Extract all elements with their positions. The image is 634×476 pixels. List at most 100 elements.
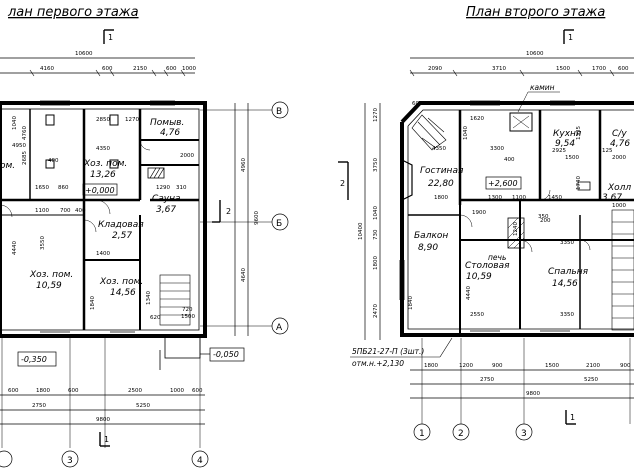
svg-text:1: 1 bbox=[419, 429, 425, 439]
left-room-sauna: Сауна 3,67 bbox=[152, 194, 181, 215]
svg-text:4760: 4760 bbox=[22, 126, 28, 140]
left-room-utility-main: Хоз. пом. 13,26 bbox=[83, 159, 127, 180]
room-name: Сауна bbox=[152, 194, 181, 204]
svg-text:2470: 2470 bbox=[373, 304, 379, 318]
room-name: Балкон bbox=[414, 231, 448, 241]
svg-text:1040: 1040 bbox=[373, 206, 379, 220]
right-dim-bottom-2b: 5250 bbox=[584, 377, 598, 383]
svg-text:200: 200 bbox=[540, 218, 551, 224]
svg-text:900: 900 bbox=[492, 363, 503, 369]
svg-text:730: 730 bbox=[373, 229, 379, 240]
svg-text:1800: 1800 bbox=[36, 388, 50, 394]
svg-text:3: 3 bbox=[67, 456, 73, 466]
right-dim-top-chain: 2090 3710 1500 1700 600 bbox=[428, 66, 629, 72]
svg-text:3710: 3710 bbox=[492, 66, 506, 72]
room-name: Кладовая bbox=[98, 220, 144, 230]
room-area: 4,76 bbox=[610, 139, 630, 149]
svg-text:А: А bbox=[276, 323, 283, 333]
svg-text:4440: 4440 bbox=[466, 286, 472, 300]
left-dim-right-1: 4960 bbox=[241, 158, 247, 172]
left-room-utility-se: Хоз. пом. 14,56 bbox=[99, 277, 143, 298]
svg-text:3: 3 bbox=[521, 429, 527, 439]
section-mark-1-left-bottom: 1 bbox=[104, 435, 109, 444]
svg-text:1270: 1270 bbox=[125, 117, 139, 123]
section-mark-2-right: 2 bbox=[340, 179, 345, 188]
svg-text:900: 900 bbox=[620, 363, 631, 369]
right-level-second: +2,600 bbox=[485, 176, 522, 190]
svg-text:1800: 1800 bbox=[434, 195, 448, 201]
right-room-kitchen: Кухня 9,54 bbox=[553, 129, 582, 149]
left-dim-bottom-total: 9800 bbox=[96, 417, 110, 423]
svg-text:3350: 3350 bbox=[560, 240, 574, 246]
left-level-zero: +0,000 bbox=[82, 183, 118, 196]
axis-A: А bbox=[271, 317, 289, 335]
left-dim-bottom-2a: 2750 bbox=[32, 403, 46, 409]
svg-text:125: 125 bbox=[602, 148, 613, 154]
svg-text:1450: 1450 bbox=[548, 195, 562, 201]
left-inner-dims: 2850 1270 2000 1290 310 1650 860 400 495… bbox=[12, 116, 195, 321]
svg-text:1500: 1500 bbox=[545, 363, 559, 369]
svg-text:720: 720 bbox=[182, 307, 193, 313]
room-name: Хоз. пом. bbox=[99, 277, 143, 287]
left-dim-bottom-chain-1: 600 1800 600 2500 1000 600 bbox=[8, 388, 203, 394]
svg-text:1000: 1000 bbox=[170, 388, 184, 394]
slab-mark: 5ПБ21-27-П (3шт.) bbox=[352, 347, 424, 356]
svg-text:860: 860 bbox=[58, 185, 69, 191]
left-dim-top-1: 4160 bbox=[40, 66, 54, 72]
svg-text:4350: 4350 bbox=[432, 146, 446, 152]
right-dim-top-total: 10600 bbox=[526, 51, 544, 57]
svg-text:1740: 1740 bbox=[576, 176, 582, 190]
right-room-bedroom: Спальня 14,56 bbox=[548, 267, 589, 289]
left-room-wash: Помыв. 4,76 bbox=[150, 118, 184, 138]
left-dim-top-5: 1000 bbox=[182, 66, 196, 72]
chimney-text: камин bbox=[530, 83, 555, 92]
axis-B: Б bbox=[271, 213, 289, 231]
level-mark: +0,000 bbox=[85, 186, 115, 195]
svg-text:400: 400 bbox=[504, 157, 515, 163]
svg-text:600: 600 bbox=[192, 388, 203, 394]
room-name: ом. bbox=[0, 161, 15, 171]
axis-1-right: 1 bbox=[413, 423, 431, 441]
right-dim-bottom-2a: 2750 bbox=[480, 377, 494, 383]
svg-text:2850: 2850 bbox=[96, 117, 110, 123]
room-area: 3,67 bbox=[156, 205, 176, 215]
room-area: 13,26 bbox=[90, 170, 116, 180]
svg-text:1500: 1500 bbox=[565, 155, 579, 161]
svg-text:1800: 1800 bbox=[373, 256, 379, 270]
svg-text:2685: 2685 bbox=[22, 151, 28, 165]
room-area: 4,76 bbox=[160, 128, 180, 138]
svg-text:350: 350 bbox=[538, 214, 549, 220]
room-area: 14,56 bbox=[110, 288, 136, 298]
svg-text:600: 600 bbox=[412, 101, 423, 107]
right-room-balcony: Балкон 8,90 bbox=[414, 231, 448, 253]
left-level-basement: -0,350 bbox=[17, 351, 57, 367]
left-dim-top-4: 600 bbox=[166, 66, 177, 72]
axis-2-right: 2 bbox=[452, 423, 470, 441]
left-room-partial: ом. bbox=[0, 161, 15, 171]
svg-text:1900: 1900 bbox=[472, 210, 486, 216]
svg-text:1620: 1620 bbox=[470, 116, 484, 122]
left-dim-top-total: 10600 bbox=[75, 51, 93, 57]
section-mark-1-right-bottom: 1 bbox=[570, 413, 575, 422]
room-name: Хоз. пом. bbox=[29, 270, 73, 280]
svg-text:4: 4 bbox=[197, 456, 203, 466]
right-room-hall: Холл 3,67 bbox=[602, 183, 631, 203]
svg-text:2100: 2100 bbox=[586, 363, 600, 369]
left-dim-top-2: 600 bbox=[102, 66, 113, 72]
svg-text:В: В bbox=[276, 107, 282, 117]
svg-text:2000: 2000 bbox=[180, 153, 194, 159]
svg-text:2925: 2925 bbox=[552, 148, 566, 154]
left-room-utility-sw: Хоз. пом. 10,59 bbox=[29, 270, 73, 291]
section-mark-1-right: 1 bbox=[568, 33, 573, 42]
right-dim-bottom-chain-1: 1800 1200 900 1500 2100 900 bbox=[424, 363, 631, 369]
svg-text:2500: 2500 bbox=[128, 388, 142, 394]
svg-text:600: 600 bbox=[8, 388, 19, 394]
svg-text:1200: 1200 bbox=[459, 363, 473, 369]
left-dim-bottom-2b: 5250 bbox=[136, 403, 150, 409]
room-area: 14,56 bbox=[552, 279, 578, 289]
right-room-bathroom: С/у 4,76 bbox=[610, 129, 630, 149]
right-inner-dims: 600 1620 4350 3300 2925 400 1500 125 200… bbox=[408, 101, 626, 318]
room-area: 8,90 bbox=[418, 243, 438, 253]
stove-label: печь bbox=[488, 253, 506, 262]
left-dim-top-chain: 4160 600 2150 600 1000 bbox=[40, 66, 196, 72]
